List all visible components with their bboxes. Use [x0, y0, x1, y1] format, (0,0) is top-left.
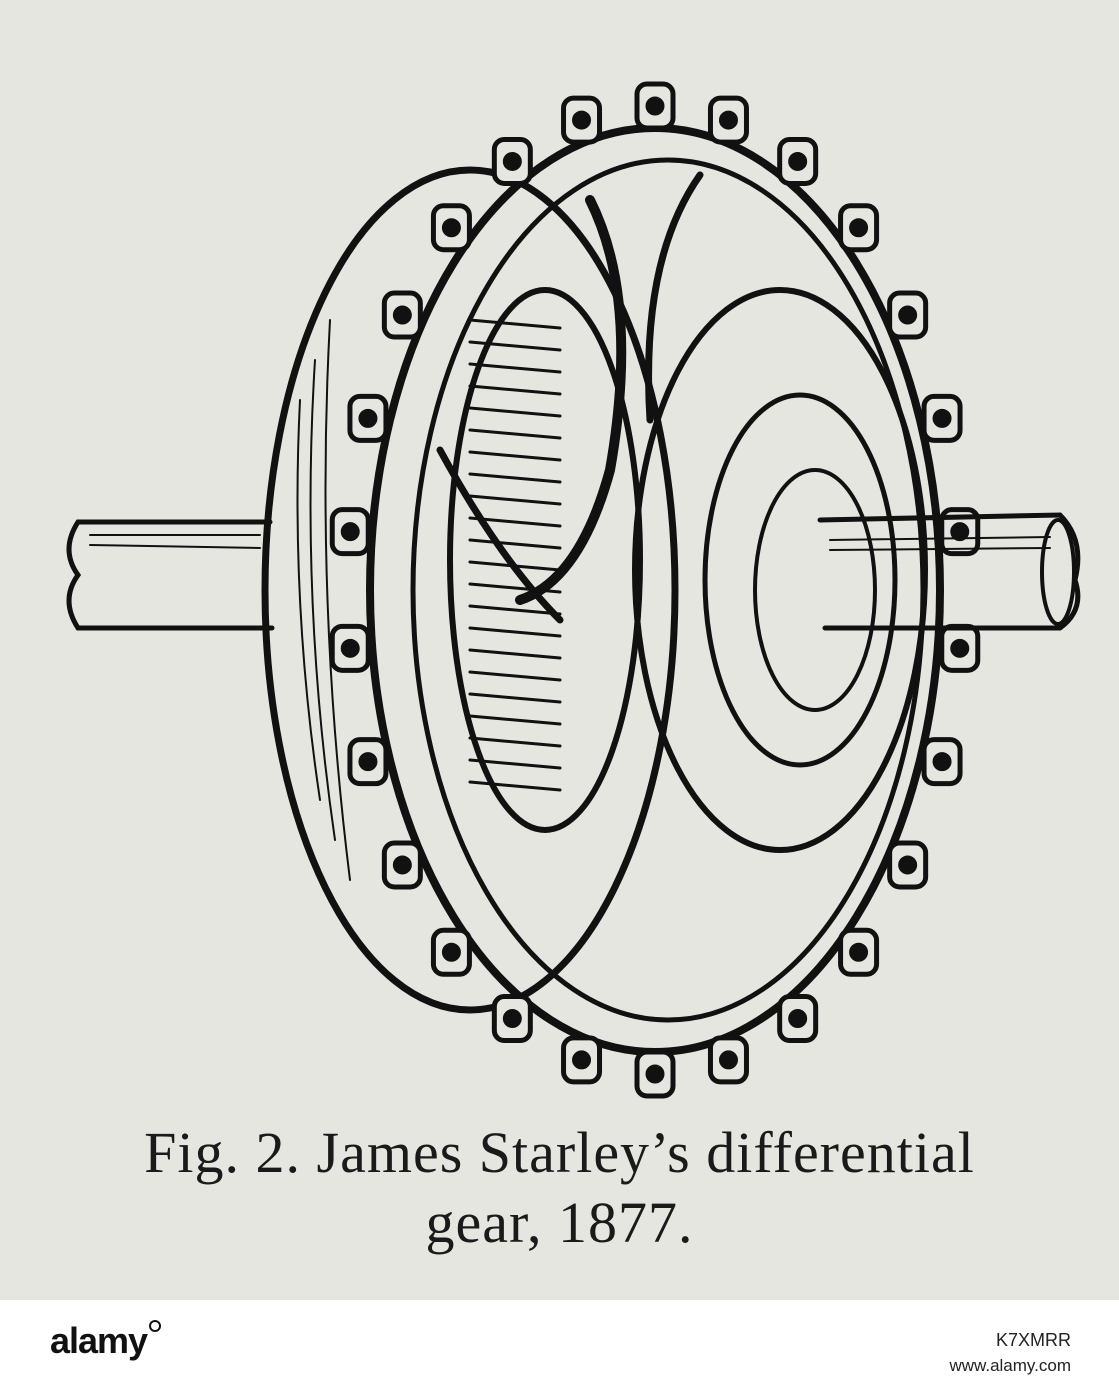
caption-line: Fig. 2. James Starley’s differential [144, 1120, 975, 1185]
rivet-hole [358, 408, 378, 428]
bevel-tooth [468, 494, 562, 506]
scanned-page: Fig. 2. James Starley’s differential gea… [0, 81, 1119, 1258]
rivet-hole [932, 408, 952, 428]
inner-ring [410, 157, 926, 1023]
image-id: K7XMRR [995, 1330, 1071, 1350]
rivet-hole [392, 305, 412, 325]
bevel-tooth [468, 648, 562, 660]
bevel-tooth [468, 736, 562, 748]
rivet-hole [502, 151, 522, 171]
rivet-hole [950, 638, 970, 658]
rivet-hole [572, 1050, 592, 1070]
rivet-hole [358, 752, 378, 772]
outer-drum-rim [261, 166, 679, 1014]
watermark-footer: alamy K7XMRR www.alamy.com [0, 1300, 1119, 1390]
rivet-hole [572, 110, 592, 130]
bevel-tooth [468, 780, 562, 792]
rivet-hole [441, 942, 461, 962]
rivet-hole [392, 855, 412, 875]
bevel-tooth [468, 670, 562, 682]
bevel-gear [447, 287, 643, 833]
rivet-hole [340, 522, 360, 542]
bevel-tooth [468, 538, 562, 550]
bevel-tooth [468, 692, 562, 704]
bevel-tooth [468, 560, 562, 572]
caption-line: gear, 1877. [425, 1190, 694, 1255]
bevel-tooth [468, 428, 562, 440]
rivet-hole [849, 218, 869, 238]
sprocket-teeth [329, 81, 981, 1099]
bevel-tooth [468, 340, 562, 352]
rivet-hole [932, 752, 952, 772]
rivet-hole [502, 1009, 522, 1029]
bevel-tooth [468, 626, 562, 638]
rivet-hole [788, 151, 808, 171]
hub-boss-inner [753, 468, 877, 712]
left-axle [66, 519, 275, 631]
rivet-hole [645, 1064, 665, 1084]
gear-arm [515, 195, 627, 605]
bevel-tooth [468, 362, 562, 374]
rivet-hole [340, 638, 360, 658]
bevel-tooth [468, 472, 562, 484]
bevel-gear-teeth [468, 318, 562, 792]
rivet-hole [441, 218, 461, 238]
bevel-tooth [468, 516, 562, 528]
bevel-tooth [468, 406, 562, 418]
bevel-tooth [468, 714, 562, 726]
right-axle [817, 512, 1081, 631]
brand-logo: alamy [50, 1320, 162, 1362]
bevel-tooth [468, 384, 562, 396]
sprocket-ring [366, 124, 944, 1056]
site-url: www.alamy.com [949, 1356, 1071, 1375]
registered-mark-icon [149, 1320, 162, 1332]
bevel-tooth [468, 582, 562, 594]
rivet-hole [718, 110, 738, 130]
differential-gear-illustration [66, 81, 1081, 1099]
rivet-hole [645, 96, 665, 116]
rivet-hole [849, 942, 869, 962]
hub-boss [702, 392, 898, 768]
bevel-tooth [468, 604, 562, 616]
rivet-hole [718, 1050, 738, 1070]
brand-text: alamy [50, 1320, 148, 1361]
rivet-hole [898, 305, 918, 325]
rivet-hole [788, 1009, 808, 1029]
bevel-tooth [468, 450, 562, 462]
rivet-hole [950, 522, 970, 542]
figure-caption: Fig. 2. James Starley’s differential gea… [0, 1118, 1119, 1258]
rivet-hole [898, 855, 918, 875]
gear-arm [645, 171, 704, 424]
bevel-tooth [468, 318, 562, 330]
bevel-tooth [468, 758, 562, 770]
hub-disc [632, 287, 928, 853]
